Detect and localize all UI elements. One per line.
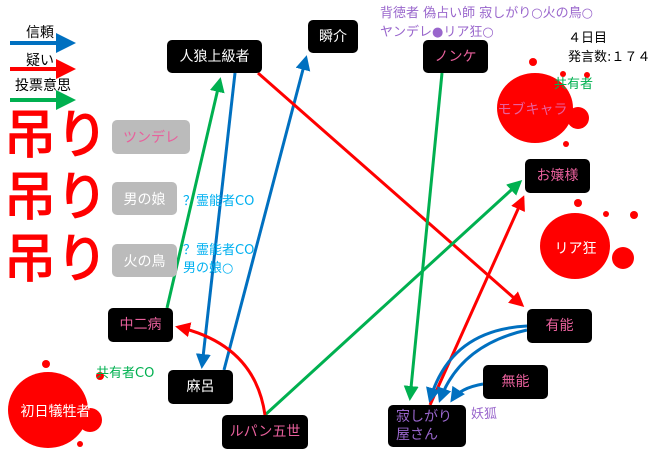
node-label: 麻呂 <box>186 379 215 395</box>
node-label: 無能 <box>501 374 530 390</box>
trust-arrow <box>195 72 237 369</box>
legend-arrows <box>10 33 76 110</box>
trust-arrow <box>437 328 528 403</box>
vote-arrow <box>403 72 444 401</box>
node-nonke[interactable]: ノンケ <box>423 40 488 73</box>
node-ojousama[interactable]: お嬢様 <box>525 159 590 193</box>
blood-splatters <box>8 58 638 448</box>
node-sabishigari[interactable]: 寂しがり屋さん <box>388 405 466 447</box>
trust-arrow <box>222 55 311 371</box>
legend-trust-label: 信頼 <box>26 25 54 41</box>
hanged-node-otokonoko[interactable]: 男の娘 <box>112 182 177 215</box>
node-label: 火の鳥 <box>123 253 166 270</box>
node-label: 初日犠牲者 <box>20 403 91 420</box>
day-counter: ４日目 <box>568 31 608 46</box>
node-maro[interactable]: 麻呂 <box>168 370 233 404</box>
hanged-node-hinotori[interactable]: 火の鳥 <box>112 244 177 277</box>
node-yuunou[interactable]: 有能 <box>527 309 592 343</box>
hanged-node-tsundere[interactable]: ツンデレ <box>112 120 190 154</box>
node-label: 男の娘 <box>123 191 166 208</box>
otokonoko-result-label: 男の娘○ <box>183 261 234 276</box>
node-label: リア狂 <box>554 240 597 257</box>
node-first-victim[interactable]: 初日犠牲者 <box>8 395 103 428</box>
medium-co-label: ？霊能者CO <box>183 243 255 258</box>
doubt-arrow <box>257 71 525 307</box>
legend-doubt-label: 疑い <box>26 53 54 69</box>
node-label: お嬢様 <box>536 168 579 184</box>
post-count: 発言数:１７４ <box>568 50 651 65</box>
trust-arrow <box>426 324 528 403</box>
node-werewolf[interactable]: 人狼上級者 <box>167 40 262 73</box>
node-shunsuke[interactable]: 瞬介 <box>308 20 358 53</box>
node-chuunibyou[interactable]: 中二病 <box>108 308 173 342</box>
sharer-label: 共有者 <box>554 77 594 92</box>
trust-arrow <box>450 382 484 403</box>
legend-vote-label: 投票意思 <box>15 78 71 94</box>
node-label: 人狼上級者 <box>179 48 250 65</box>
fox-label: 妖狐 <box>471 407 498 422</box>
node-label: 有能 <box>545 318 574 334</box>
roles-line-2: ヤンデレ●リア狂○ <box>380 25 494 40</box>
blood-splatter-mob <box>497 58 590 147</box>
vote-arrow <box>263 179 523 417</box>
sharer-co-label: 共有者CO <box>96 366 155 381</box>
node-munou[interactable]: 無能 <box>483 365 548 399</box>
relation-arrows <box>165 55 528 417</box>
node-label: ノンケ <box>434 48 477 65</box>
hanged-mark: 吊り <box>4 230 109 290</box>
node-mob[interactable]: モブキャラ <box>490 93 575 127</box>
hanged-mark: 吊り <box>4 168 109 228</box>
hanged-mark: 吊り <box>4 106 109 166</box>
blood-splatter-first-victim <box>8 360 104 448</box>
doubt-arrow <box>428 195 525 406</box>
doubt-arrow <box>175 322 267 416</box>
node-lupin[interactable]: ルパン五世 <box>222 415 308 449</box>
node-riakyo[interactable]: リア狂 <box>541 232 610 265</box>
node-label: 瞬介 <box>319 28 347 45</box>
node-label: ルパン五世 <box>229 424 301 440</box>
node-label: 寂しがり屋さん <box>396 409 452 443</box>
medium-co-label: ？霊能者CO <box>183 194 255 209</box>
blood-splatter-riakyo <box>540 199 638 279</box>
roles-line-1: 背徳者 偽占い師 寂しがり○火の鳥○ <box>380 6 593 21</box>
node-label: ツンデレ <box>123 130 179 146</box>
node-label: 中二病 <box>119 317 162 333</box>
node-label: モブキャラ <box>497 102 568 118</box>
